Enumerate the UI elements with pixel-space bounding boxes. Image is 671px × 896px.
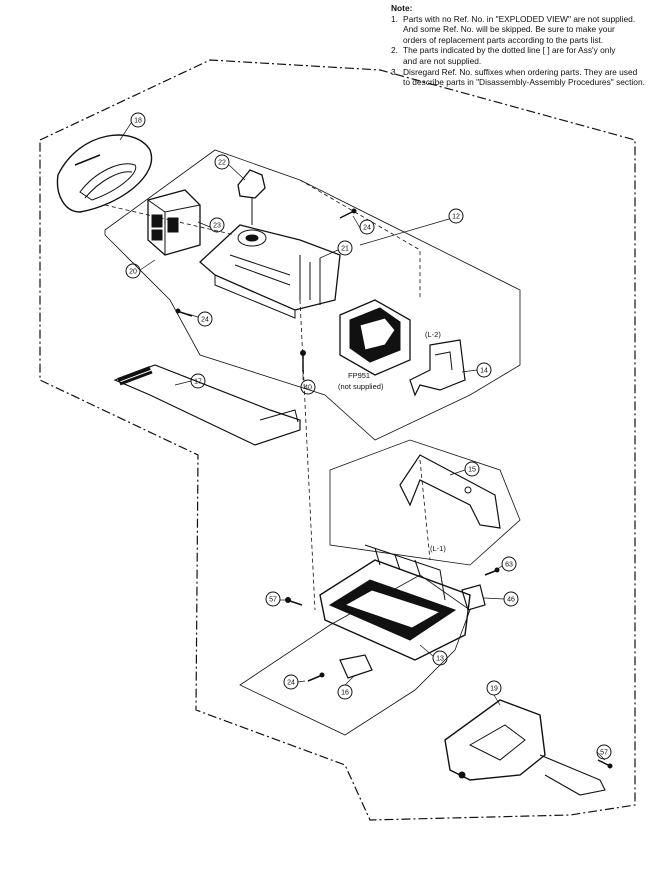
note-item-number: 3.: [391, 66, 398, 77]
note-line: to describe parts in "Disassembly-Assemb…: [403, 77, 645, 88]
callout-19: 19: [486, 680, 502, 696]
callout-12: 12: [448, 208, 464, 224]
part-13-cartridge-holder: [319, 544, 471, 661]
screw-57b: [597, 759, 613, 769]
callout-46: 46: [503, 591, 519, 607]
part-22-knob: [237, 169, 266, 225]
svg-text:23: 23: [213, 223, 221, 230]
screw-24b: [175, 308, 193, 317]
part-17-flex-cable: [113, 364, 301, 446]
svg-text:16: 16: [341, 690, 349, 697]
svg-text:20: 20: [129, 269, 137, 276]
screw-40: [300, 350, 306, 372]
part-14-bracket: [409, 339, 466, 397]
note-line: orders of replacement parts according to…: [403, 34, 604, 45]
svg-text:22: 22: [218, 160, 226, 167]
svg-text:57: 57: [269, 597, 277, 604]
part-46-slider: [461, 584, 486, 611]
callout-22: 22: [214, 154, 230, 170]
label-not-supplied: (not supplied): [338, 382, 384, 391]
callout-17: 17: [190, 373, 206, 389]
screw-24c: [307, 672, 325, 682]
svg-text:57: 57: [600, 750, 608, 757]
callout-24c: 24: [283, 674, 299, 690]
label-l2: (L-2): [425, 330, 441, 339]
leader-line: [299, 299, 316, 611]
svg-text:24: 24: [363, 225, 371, 232]
part-23-connector-block: [147, 189, 201, 256]
svg-text:19: 19: [490, 686, 498, 693]
svg-text:24: 24: [287, 680, 295, 687]
svg-text:18: 18: [134, 118, 142, 125]
part-21-chassis-frame: [199, 224, 341, 319]
svg-text:13: 13: [436, 656, 444, 663]
part-16-clip: [339, 654, 373, 679]
note-line: The parts indicated by the dotted line […: [403, 45, 616, 56]
sub-assembly-boundary-upper: [104, 149, 521, 441]
callout-24b: 24: [197, 311, 213, 327]
callout-18: 18: [130, 112, 146, 128]
note-item-3: 3. Disregard Ref. No. suffixes when orde…: [391, 67, 669, 88]
part-fp951-block: [339, 299, 411, 376]
callout-57b: 57: [596, 744, 612, 760]
screw-24a: [339, 208, 357, 219]
screw-57a: [285, 597, 303, 606]
note-line: Parts with no Ref. No. in "EXPLODED VIEW…: [403, 13, 636, 24]
leader-line: [419, 459, 431, 561]
callout-14: 14: [476, 362, 492, 378]
svg-text:21: 21: [341, 246, 349, 253]
callout-21: 21: [337, 240, 353, 256]
svg-text:40: 40: [304, 385, 312, 392]
note-item-2: 2. The parts indicated by the dotted lin…: [391, 45, 669, 66]
svg-text:63: 63: [505, 562, 513, 569]
callout-57a: 57: [265, 591, 281, 607]
callout-40: 40: [300, 379, 316, 395]
svg-text:15: 15: [468, 467, 476, 474]
part-19-lever-assembly: [444, 699, 606, 796]
callout-16: 16: [337, 684, 353, 700]
part-18-front-cover: [56, 134, 153, 213]
callout-23: 23: [209, 217, 225, 233]
note-line: And some Ref. No. will be skipped. Be su…: [403, 24, 615, 35]
svg-text:24: 24: [201, 317, 209, 324]
note-line: Disregard Ref. No. suffixes when orderin…: [403, 66, 638, 77]
part-15-side-plate: [399, 454, 501, 529]
note-line: and are not supplied.: [403, 55, 482, 66]
note-block: Note: 1. Parts with no Ref. No. in "EXPL…: [391, 3, 669, 88]
sub-assembly-boundary-middle: [329, 439, 521, 566]
note-item-number: 1.: [391, 13, 398, 24]
leader-line: [299, 179, 421, 300]
svg-text:46: 46: [507, 597, 515, 604]
label-fp951: FP951: [348, 371, 370, 380]
svg-text:17: 17: [194, 379, 202, 386]
callout-63: 63: [501, 556, 517, 572]
callout-leader: [119, 122, 606, 761]
callout-24a: 24: [359, 219, 375, 235]
callout-20: 20: [125, 263, 141, 279]
label-l1: (L-1): [430, 544, 446, 553]
callout-13: 13: [432, 650, 448, 666]
note-item-1: 1. Parts with no Ref. No. in "EXPLODED V…: [391, 14, 669, 46]
note-item-number: 2.: [391, 45, 398, 56]
svg-text:14: 14: [480, 368, 488, 375]
note-title: Note:: [391, 3, 413, 13]
svg-text:12: 12: [452, 214, 460, 221]
sub-assembly-boundary-lower: [239, 574, 471, 736]
callout-15: 15: [464, 461, 480, 477]
assembly-boundary: [39, 59, 636, 821]
